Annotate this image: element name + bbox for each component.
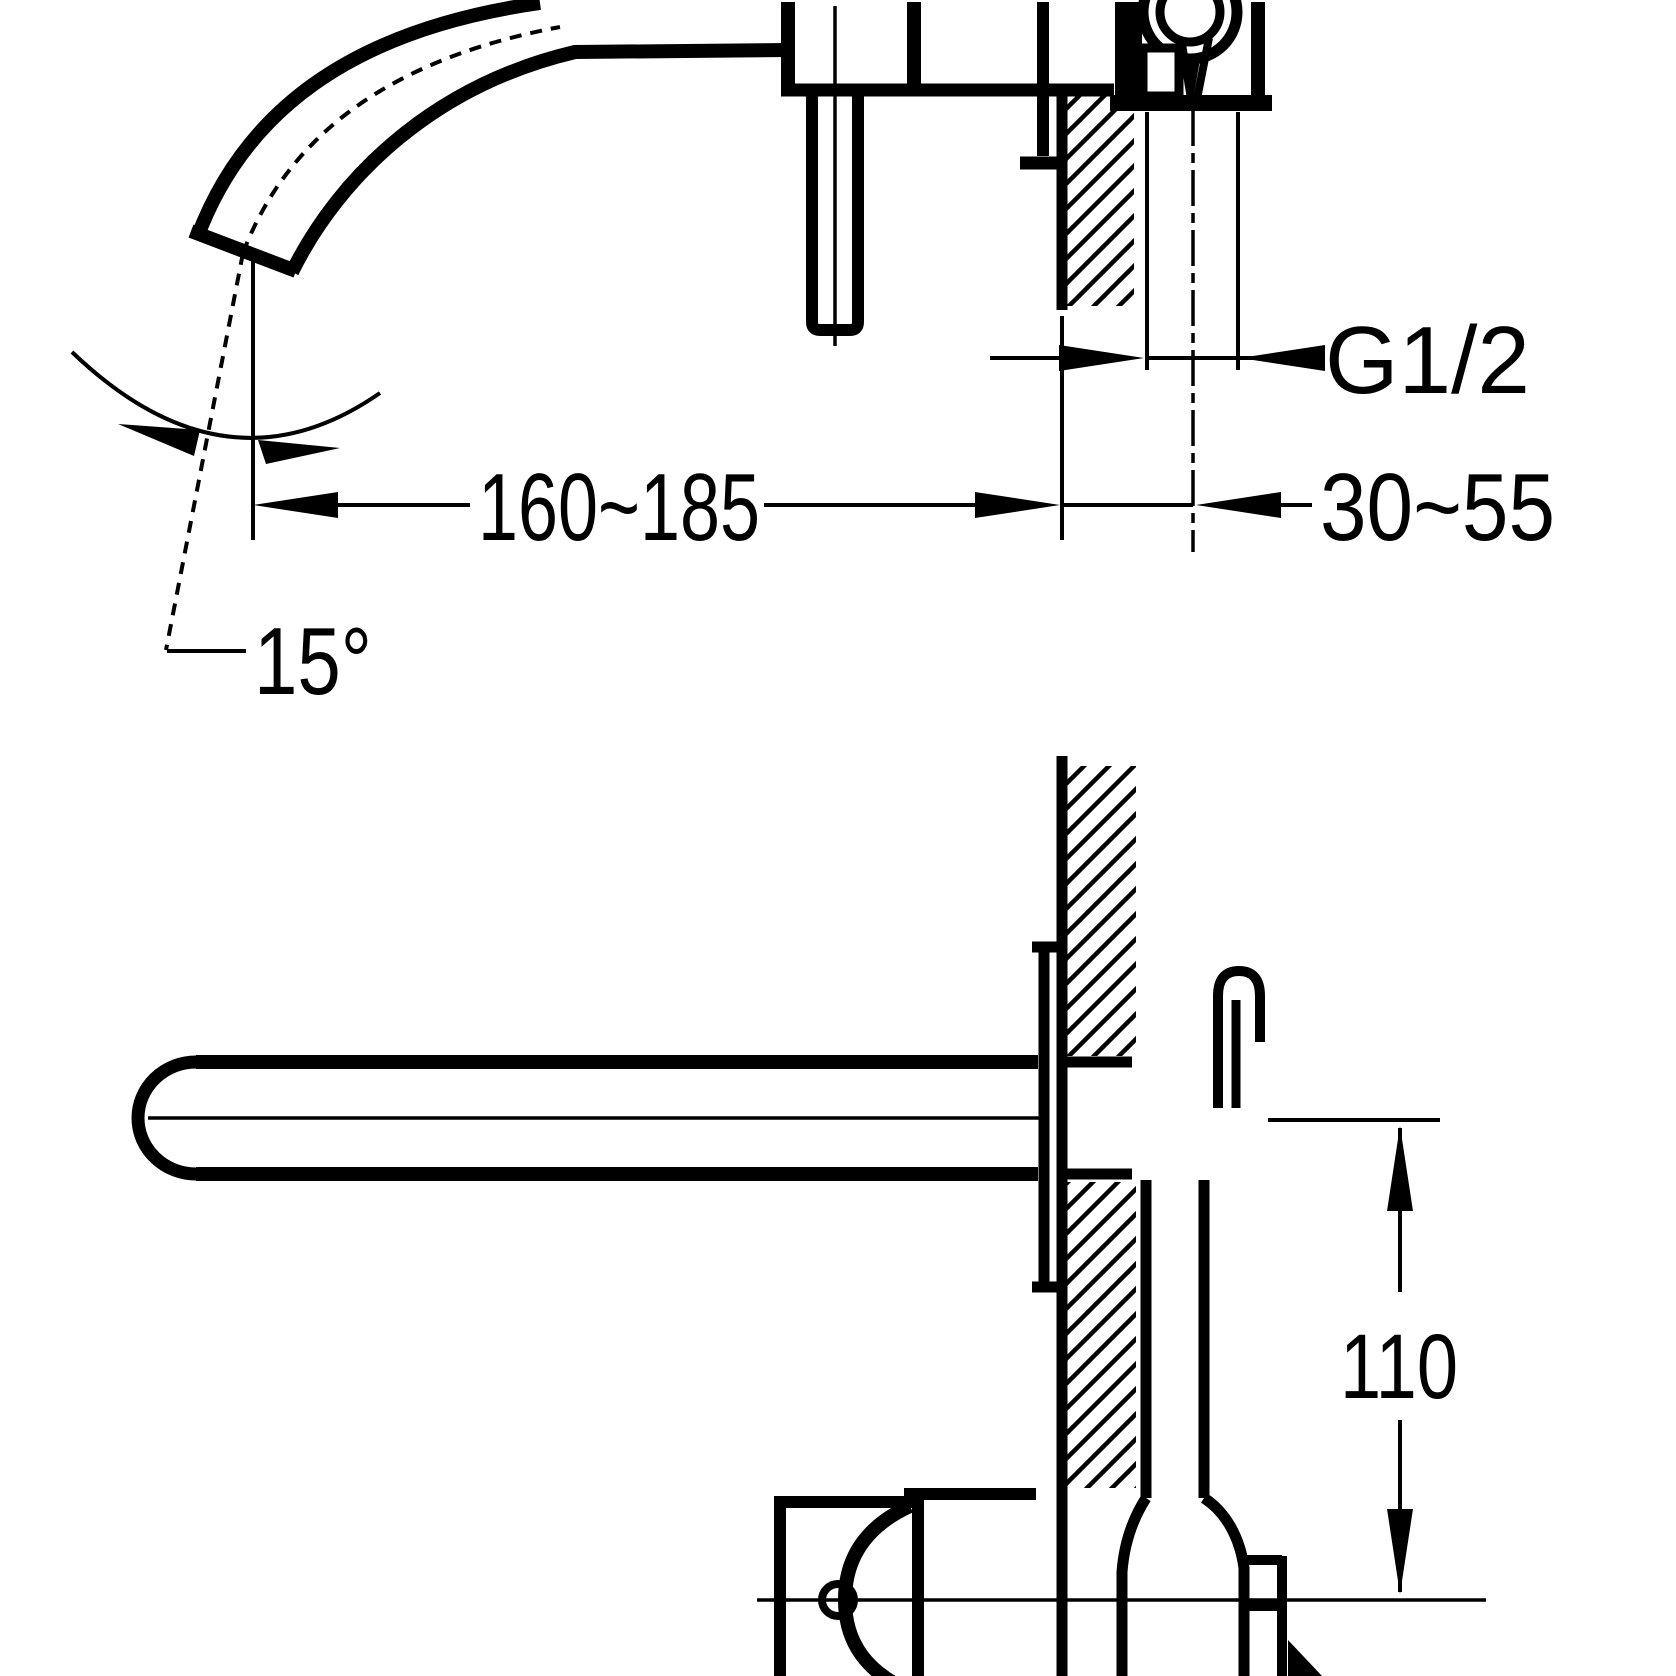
wall-hatching-upper xyxy=(1066,766,1136,1056)
spout-reach-label: 160~185 xyxy=(478,454,760,561)
spout-reach-arrow-right xyxy=(975,492,1060,518)
dimension-spout-reach: 160~185 xyxy=(253,454,1060,561)
dimension-spout-to-handle: 110 xyxy=(1268,1118,1458,1594)
fixing-hook-outline xyxy=(1213,965,1265,1108)
cartridge-body-flare xyxy=(1116,1493,1250,1676)
wall-hatching xyxy=(1066,96,1134,306)
thread-arrow-right xyxy=(1240,345,1325,371)
fitting-cone-tip xyxy=(1186,60,1200,100)
dimension-arrow-up xyxy=(1387,1126,1413,1211)
spout-to-handle-label: 110 xyxy=(1340,1316,1458,1418)
thread-arrow-left xyxy=(1059,345,1144,371)
spout-outer-edge xyxy=(190,0,541,241)
spout-axis-centerline xyxy=(164,25,561,651)
cartridge-section-fill xyxy=(1288,1640,1322,1676)
fitting-nut-section xyxy=(1138,43,1184,101)
dimension-arrow-down xyxy=(1387,1509,1413,1594)
thread-size-label: G1/2 xyxy=(1325,307,1530,414)
fitting-union-ring-outer xyxy=(1137,0,1243,65)
fitting-union-ring-inner xyxy=(1155,0,1225,47)
handle-housing-outline xyxy=(774,1488,1036,1676)
cartridge-pipe xyxy=(1140,1180,1210,1498)
angle-arrow-right xyxy=(258,440,340,464)
fitting-box-sides xyxy=(1115,2,1265,96)
dimension-inlet-offset: 30~55 xyxy=(1062,454,1555,561)
angle-arc xyxy=(70,350,382,440)
wall-plate-edge-plan xyxy=(1032,941,1057,1293)
dimension-thread-size: G1/2 xyxy=(990,307,1530,414)
inlet-offset-arrow xyxy=(1196,492,1281,518)
spout-inner-edge xyxy=(285,43,791,276)
spout-reach-arrow-left xyxy=(253,492,338,518)
spout-rounded-end xyxy=(131,1055,197,1181)
angle-label: 15° xyxy=(254,608,372,715)
wall-hatching-lower xyxy=(1066,1182,1136,1488)
side-view: 15° G1/2 xyxy=(70,0,1555,715)
cartridge-ladder-detail xyxy=(1244,1555,1287,1676)
plan-view: 110 xyxy=(131,756,1486,1676)
angle-arrow-left xyxy=(118,424,200,456)
supply-pipe-behind-wall xyxy=(1066,1056,1132,1180)
fitting-section-fill xyxy=(1126,2,1142,96)
inlet-offset-label: 30~55 xyxy=(1320,454,1555,561)
